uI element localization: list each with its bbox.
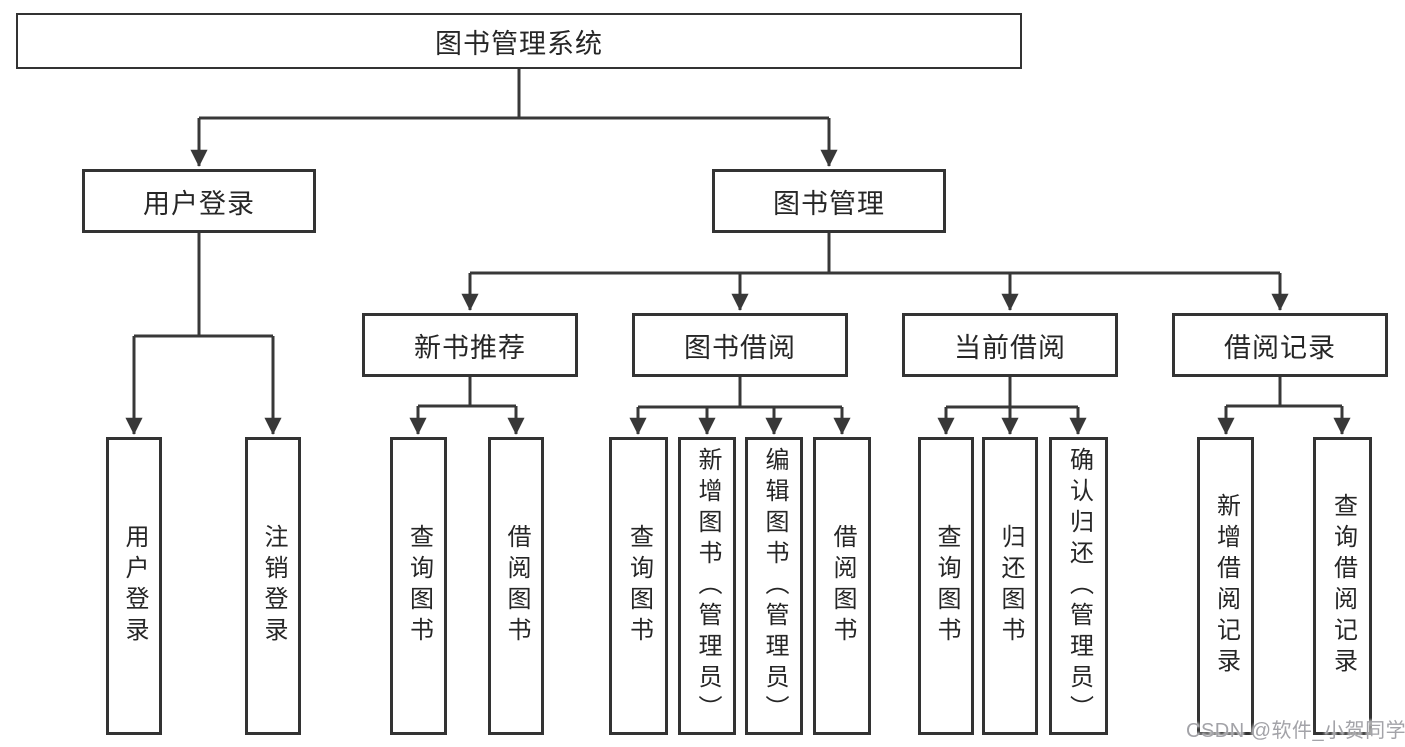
node-borrowing-records: 借阅记录	[1172, 313, 1388, 377]
leaf-query-books-borrowing-label: 查询图书	[625, 524, 653, 648]
leaf-query-books-borrowing: 查询图书	[609, 437, 668, 735]
leaf-add-borrow-record: 新增借阅记录	[1197, 437, 1254, 735]
node-new-book-recommendation-label: 新书推荐	[414, 332, 526, 363]
leaf-logout-label: 注销登录	[260, 524, 287, 648]
node-current-borrowing: 当前借阅	[902, 313, 1118, 377]
node-book-management: 图书管理	[712, 169, 946, 233]
leaf-query-borrow-record: 查询借阅记录	[1313, 437, 1372, 735]
leaf-add-borrow-record-label: 新增借阅记录	[1212, 493, 1240, 679]
leaf-query-books-current: 查询图书	[918, 437, 974, 735]
leaf-query-books-current-label: 查询图书	[933, 524, 960, 648]
leaf-add-book-admin: 新增图书（管理员）	[678, 437, 736, 735]
connector-book-borrowing-trunk	[638, 377, 842, 409]
csdn-watermark: CSDN @软件_小贺同学	[1186, 720, 1405, 742]
node-book-management-label: 图书管理	[773, 188, 885, 219]
leaf-edit-book-admin-label: 编辑图书（管理员）	[761, 446, 788, 726]
leaf-borrow-books-recommend-label: 借阅图书	[503, 524, 530, 648]
leaf-return-books: 归还图书	[982, 437, 1038, 735]
connector-book-management-trunk	[470, 233, 1280, 275]
node-book-borrowing-label: 图书借阅	[684, 332, 796, 363]
node-library-system-label: 图书管理系统	[435, 28, 603, 59]
connector-root-trunk	[199, 69, 829, 120]
leaf-logout: 注销登录	[245, 437, 301, 735]
node-user-login: 用户登录	[82, 169, 316, 233]
leaf-user-login-label: 用户登录	[121, 524, 148, 648]
node-new-book-recommendation: 新书推荐	[362, 313, 578, 377]
leaf-confirm-return-admin-label: 确认归还（管理员）	[1065, 446, 1093, 726]
connector-new-book-trunk	[418, 377, 516, 408]
leaf-edit-book-admin: 编辑图书（管理员）	[745, 437, 803, 735]
connector-current-borrowing-trunk	[946, 377, 1078, 409]
leaf-user-login: 用户登录	[106, 437, 162, 735]
connector-user-login-trunk	[134, 233, 273, 338]
node-user-login-label: 用户登录	[143, 188, 255, 219]
leaf-return-books-label: 归还图书	[997, 524, 1024, 648]
leaf-query-books-recommend: 查询图书	[390, 437, 447, 735]
leaf-query-borrow-record-label: 查询借阅记录	[1329, 493, 1357, 679]
node-library-system: 图书管理系统	[16, 13, 1022, 69]
leaf-borrow-books-borrowing: 借阅图书	[813, 437, 871, 735]
connector-borrowing-records-trunk	[1226, 377, 1342, 408]
node-borrowing-records-label: 借阅记录	[1224, 332, 1336, 363]
leaf-confirm-return-admin: 确认归还（管理员）	[1049, 437, 1108, 735]
node-current-borrowing-label: 当前借阅	[954, 332, 1066, 363]
leaf-add-book-admin-label: 新增图书（管理员）	[694, 446, 721, 726]
node-book-borrowing: 图书借阅	[632, 313, 848, 377]
leaf-borrow-books-recommend: 借阅图书	[488, 437, 544, 735]
leaf-query-books-recommend-label: 查询图书	[405, 524, 433, 648]
leaf-borrow-books-borrowing-label: 借阅图书	[829, 524, 856, 648]
